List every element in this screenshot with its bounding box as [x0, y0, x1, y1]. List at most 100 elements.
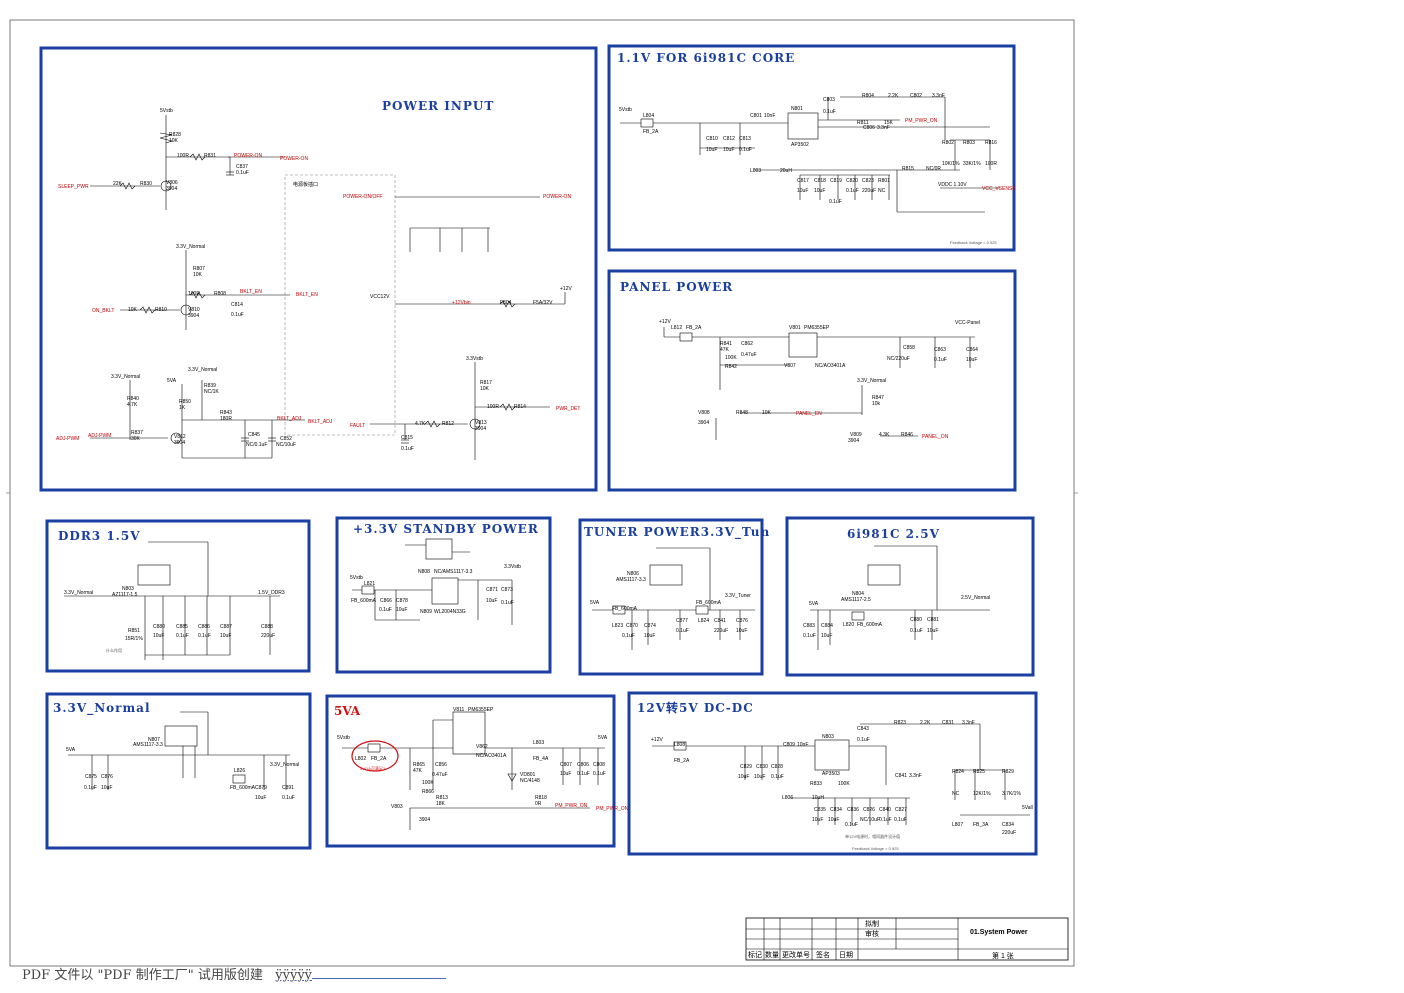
- net-bklt-adj-a: BKLT_ADJ: [277, 416, 302, 422]
- net-3v3-tuner: 3.3V_Tuner: [725, 593, 751, 599]
- part-val: 2.2K: [920, 720, 931, 726]
- part-val: AP3502: [791, 142, 809, 148]
- part-val: 0.47uF: [741, 352, 757, 358]
- net-pm-pwr-on: PM_PWR_ON: [905, 118, 938, 124]
- part-val: NC/220uF: [887, 356, 910, 362]
- part-ref: R846: [901, 432, 913, 438]
- net-power-on-c: POWER-ON: [543, 194, 571, 200]
- part-ref: R842: [725, 364, 737, 370]
- part-ref: C876: [736, 618, 748, 624]
- part-val: 3904: [174, 440, 185, 446]
- part-ref: R802: [942, 140, 954, 146]
- part-val: 10uF: [812, 817, 823, 823]
- part-ref: R818: [535, 795, 547, 801]
- part-ref: C874: [644, 623, 656, 629]
- part-val: 18K: [436, 801, 446, 807]
- part-ref: C803: [823, 97, 835, 103]
- part-ref: C870: [626, 623, 638, 629]
- net-3v3-normal: 3.3V_Normal: [270, 762, 299, 768]
- net-adj-pwm-b: ADJ-PWM: [88, 433, 111, 439]
- part-val: FB_600mA: [351, 598, 377, 604]
- part-ref: C858: [903, 345, 915, 351]
- part-ref: R816: [985, 140, 997, 146]
- part-ref: C887: [220, 624, 232, 630]
- part-val: FB_4A: [533, 756, 549, 762]
- part-ref: C830: [756, 764, 768, 770]
- dcdc-title: 12V转5V DC-DC: [637, 700, 754, 715]
- part-val: FB_2A: [674, 758, 690, 764]
- part-val: 0.1uF: [282, 795, 295, 801]
- part-ref: C835: [814, 807, 826, 813]
- part-val: 0.1uF: [857, 737, 870, 743]
- part-val: FB_600mA: [612, 606, 638, 612]
- part-val: 2.2K: [888, 93, 899, 99]
- net-3v3-normal: 3.3V_Normal: [64, 590, 93, 596]
- normal-section: 3.3V_Normal 5VA 3.3V_Normal N807 AMS1117…: [45, 692, 312, 850]
- core-title: 1.1V FOR 6i981C CORE: [617, 51, 795, 65]
- part-val: 0.1uF: [845, 822, 858, 828]
- part-ref: C891: [282, 785, 294, 791]
- footer-link[interactable]: ÿÿÿÿÿ: [275, 968, 313, 983]
- part-val: 15R/1%: [125, 636, 143, 642]
- part-val: 0.1uF: [829, 199, 842, 205]
- part-ref: C852: [280, 436, 292, 442]
- va5-title: 5VA: [334, 704, 361, 718]
- part-ref: C818: [814, 178, 826, 184]
- part-ref: C801: [750, 113, 762, 119]
- net-5va: 5VA: [598, 735, 608, 741]
- part-val: 10k: [872, 401, 881, 407]
- net-5va: 5VA: [809, 601, 819, 607]
- part-val: 3.3nF: [962, 720, 975, 726]
- part-ref: R814: [514, 404, 526, 410]
- part-val: 0.1uF: [934, 357, 947, 363]
- part-ref: R803: [963, 140, 975, 146]
- part-ref: C809: [783, 742, 795, 748]
- part-val: 15K: [884, 120, 894, 126]
- part-ref: R831: [204, 153, 216, 159]
- power-input-section: POWER INPUT 电源板插口: [39, 46, 598, 492]
- part-val: 0.1uF: [577, 771, 590, 777]
- net-bklt-adj-b: BKLT_ADJ: [308, 419, 333, 425]
- tb-col-qty: 数量: [765, 950, 779, 959]
- part-ref: L824: [698, 618, 709, 624]
- part-val: 0R: [535, 801, 542, 807]
- part-val: 100R: [177, 153, 189, 159]
- part-ref: V862: [476, 744, 488, 750]
- part-val: 10nF: [797, 742, 808, 748]
- part-val: 100R: [985, 161, 997, 167]
- part-ref: L804: [643, 113, 654, 119]
- footer-text: PDF 文件以 "PDF 制作工厂" 试用版创建: [22, 968, 263, 983]
- panel-title: PANEL POWER: [620, 280, 733, 294]
- part-ref: C841: [714, 618, 726, 624]
- part-ref: V809: [850, 432, 862, 438]
- net-on-bklt: ON_BKLT: [92, 308, 114, 314]
- part-ref: C880: [910, 617, 922, 623]
- part-ref: L808: [674, 742, 685, 748]
- tb-sheet-title: 01.System Power: [970, 929, 1028, 936]
- part-ref: R851: [128, 628, 140, 634]
- part-ref: V806: [166, 180, 178, 186]
- part-val: 12K/1%: [973, 791, 991, 797]
- part-val: 10K/1%: [942, 161, 960, 167]
- part-val: 3904: [419, 817, 430, 823]
- part-val: 100R: [487, 404, 499, 410]
- part-ref: C876: [101, 774, 113, 780]
- part-ref: C877: [676, 618, 688, 624]
- part-ref: R811: [857, 120, 869, 126]
- part-val: 20uH: [780, 168, 792, 174]
- part-ref: L826: [234, 768, 245, 774]
- normal-title: 3.3V_Normal: [53, 701, 151, 716]
- part-ref: R824: [952, 769, 964, 775]
- part-val: 1K: [179, 405, 186, 411]
- part-ref: C841: [895, 773, 907, 779]
- part-val: NC/0.1uF: [246, 442, 267, 448]
- net-pwr-det: PWR_DET: [556, 406, 580, 412]
- part-val: 4.3K: [879, 432, 890, 438]
- part-ref: C829: [740, 764, 752, 770]
- part-ref: L802: [355, 756, 366, 762]
- net-bklt-en-b: BKLT_EN: [296, 292, 318, 298]
- part-ref: R829: [1002, 769, 1014, 775]
- net-vcc-vsense: VCC_VSENSE: [982, 186, 1016, 192]
- ddr-title: DDR3 1.5V: [58, 529, 141, 543]
- part-val: 0.1uF: [910, 628, 923, 634]
